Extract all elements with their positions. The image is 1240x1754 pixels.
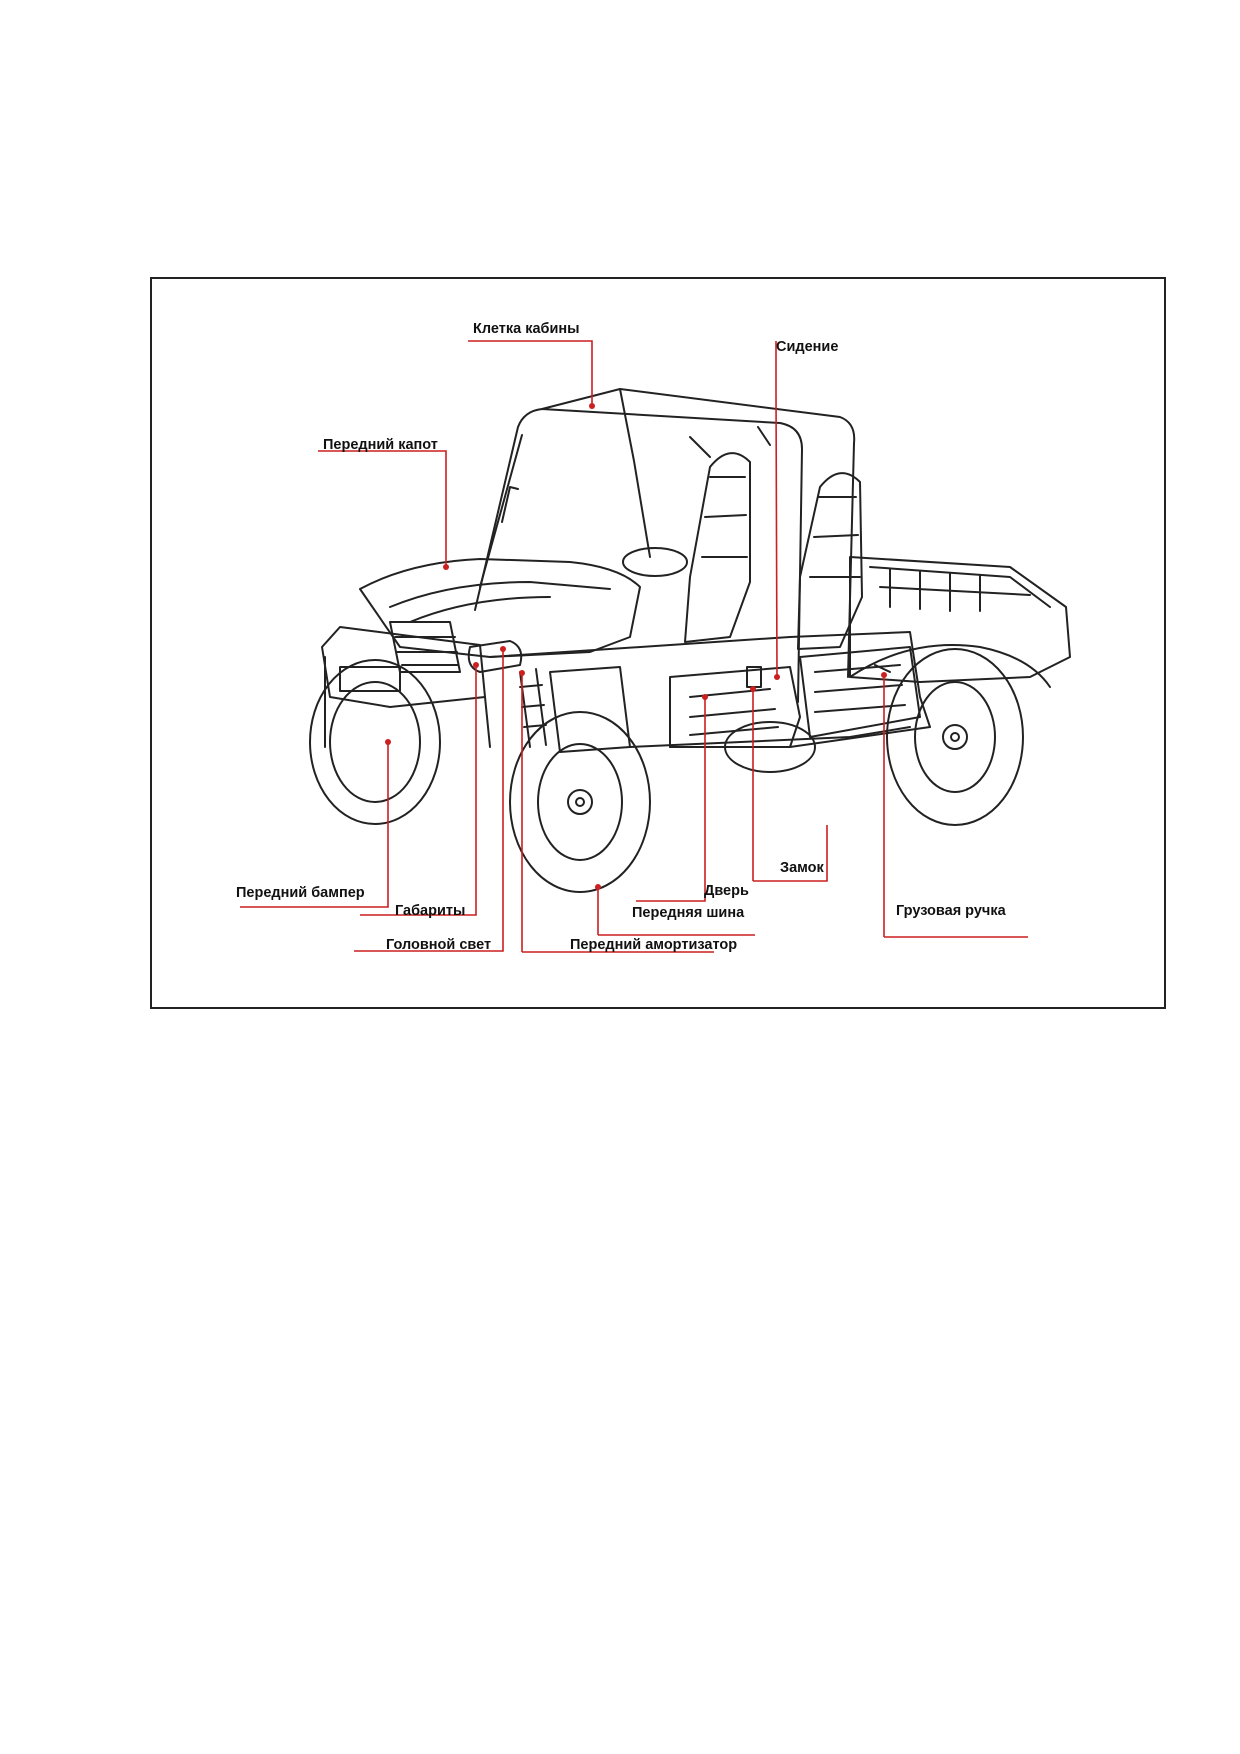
leader-door [636,697,706,902]
label-seat: Сидение [776,339,839,355]
engine-area [549,666,631,753]
side-body [489,631,931,748]
front-left-wheel [309,659,441,825]
rear-right-wheel [886,648,1024,826]
label-front-tire: Передняя шина [632,905,745,921]
diagram-frame [150,277,1166,1009]
front-grille [389,621,461,673]
label-marker-lights: Габариты [395,903,466,919]
label-front-shock: Передний амортизатор [570,937,738,953]
roll-cage-bar [619,388,651,558]
label-door: Дверь [704,883,749,899]
roll-cage [474,408,803,703]
label-cargo-handle: Грузовая ручка [896,903,1006,919]
leader-front-hood [318,450,447,567]
seat-left-detail [701,476,748,558]
windshield-frame [479,434,523,588]
leader-seat [775,341,778,678]
cargo-bed [849,556,1071,683]
floor-rail [629,726,911,748]
leader-lock [752,689,828,882]
leader-marker-lights [360,665,477,916]
rear-left-wheel [724,721,816,773]
steering-wheel [622,547,688,577]
cargo-bed-rail [869,566,1051,608]
roll-cage-rear-bar [689,426,771,458]
leader-cab-cage [468,340,593,406]
bumper-guard [324,656,491,748]
seat-left [684,452,751,643]
label-front-bumper: Передний бампер [236,885,365,901]
leader-front-shock [521,673,714,953]
front-shock [519,668,547,748]
rear-door [799,646,921,738]
label-cab-cage: Клетка кабины [473,321,580,337]
front-right-wheel [509,711,651,893]
rear-fender [849,644,1051,688]
leader-headlight [354,649,504,952]
front-hood [359,558,641,658]
leader-cargo-handle [883,675,1028,938]
label-front-hood: Передний капот [323,437,438,453]
cargo-bed-slats [889,568,981,612]
seat-right [797,472,863,650]
label-headlight: Головной свет [386,937,492,953]
cargo-handle [874,664,891,673]
headlight-housing [467,640,523,673]
roll-cage-top [541,388,856,678]
rear-door-stripes [814,664,906,713]
hood-ridge [389,581,611,623]
leader-front-bumper [240,742,389,908]
leader-front-tire [597,887,755,936]
seat-right-detail [809,496,861,578]
bumper-plate [339,666,401,692]
utv-parts-diagram [240,340,1071,953]
door-panel [669,666,801,748]
label-lock: Замок [780,860,824,876]
